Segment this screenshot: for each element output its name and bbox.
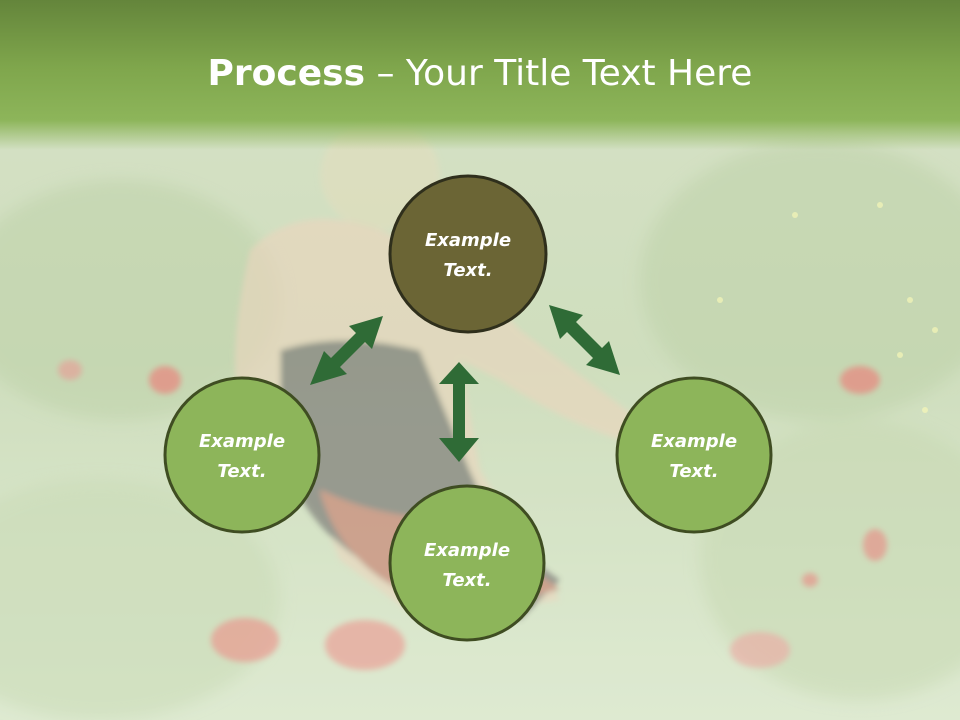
arrow-center-left <box>310 316 383 385</box>
node-bottom-line1: Example <box>424 540 510 561</box>
double-arrow-icon <box>549 305 620 375</box>
node-right-line1: Example <box>651 431 737 452</box>
yellow-flowers <box>717 202 938 413</box>
arrow-center-right <box>549 305 620 375</box>
node-left-line2: Text. <box>217 461 266 482</box>
node-center-line1: Example <box>425 230 511 251</box>
node-left[interactable]: Example Text. <box>163 376 321 534</box>
node-bottom[interactable]: Example Text. <box>388 484 546 642</box>
node-bottom-line2: Text. <box>442 570 491 591</box>
double-arrow-icon <box>439 362 479 462</box>
node-left-line1: Example <box>199 431 285 452</box>
node-center[interactable]: Example Text. <box>388 174 548 334</box>
title-bar <box>0 0 960 150</box>
title-bold: Process <box>207 53 366 94</box>
poppies <box>58 360 887 670</box>
node-right[interactable]: Example Text. <box>615 376 773 534</box>
slide-title: Process – Your Title Text Here <box>0 52 960 96</box>
node-center-line2: Text. <box>443 260 492 281</box>
double-arrow-icon <box>310 316 383 385</box>
title-rest: – Your Title Text Here <box>365 53 753 94</box>
node-right-line2: Text. <box>669 461 718 482</box>
arrow-center-bottom <box>439 362 479 462</box>
